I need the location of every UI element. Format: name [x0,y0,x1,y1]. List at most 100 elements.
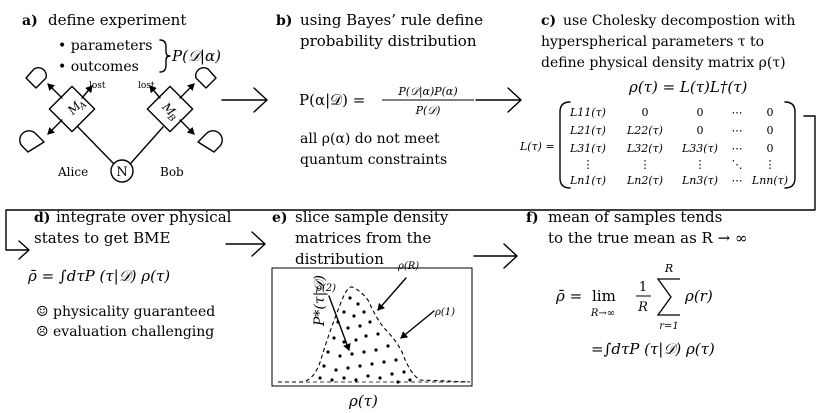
sample-dot [378,376,382,380]
detector-icon [19,130,45,153]
sample-label-1: ρ(1) [434,307,455,318]
sample-dot [338,354,342,358]
arrow-e-to-f [473,243,518,269]
curly-brace [159,39,171,73]
sample-plot-frame [271,267,473,387]
panel-d-line-1: integrate over physical [56,208,232,226]
source-label: N [116,165,127,180]
bullet-outcomes: • outcomes [58,59,139,75]
sample-dot [382,360,386,364]
panel-b-line-2: probability distribution [300,32,477,50]
sample-dot [362,350,366,354]
plot-ylabel: P*(τ|𝒟) [312,275,328,327]
sample-dot [386,344,390,348]
alice-lost-label: lost [89,81,106,91]
panel-d-letter: d) [34,210,50,226]
cholesky-formula: ρ(τ) = L(τ)L†(τ) [628,78,748,96]
panel-b-letter: b) [276,13,292,29]
sum-upper: R [664,262,673,275]
panel-c-line-3: define physical density matrix ρ(τ) [541,55,786,71]
wrap-arrowhead [18,240,30,260]
matrix-bracket-right [784,101,796,189]
sample-dot [358,324,362,328]
panel-f-line-1: mean of samples tends [548,208,722,226]
sum-term: ρ(r) [684,287,713,305]
bob-lost-label: lost [138,81,155,91]
sample-arrow-1 [400,310,435,339]
sample-dot [354,338,358,342]
matrix-cell: 0 [767,142,774,155]
sample-dot [334,368,338,372]
arrow-a-to-b [221,87,268,113]
sample-dot [364,334,368,338]
matrix-cell: ⋮ [765,158,776,171]
sample-dots [318,296,412,384]
matrix-cell: 0 [642,106,649,119]
sample-dot [408,378,412,382]
detector-icon [25,67,48,89]
detector-icon [197,130,223,153]
sample-dot [342,310,346,314]
bob-beam [130,126,164,164]
panel-b-line-1: using Bayes’ rule define [300,11,483,29]
sample-dot [326,350,330,354]
sample-label-2: ρ(2) [315,283,336,294]
sample-dot [350,352,354,356]
matrix-lhs: L(τ) = [519,140,555,153]
matrix-cell: 0 [697,106,704,119]
matrix-cell: L33(τ) [681,142,718,155]
matrix-cell: 0 [767,106,774,119]
sample-dot [346,326,350,330]
panel-d-line-2: states to get BME [34,229,170,247]
sample-dot [322,364,326,368]
alice-measurement-box: M A [48,85,96,133]
matrix-cell: ⋯ [732,124,743,137]
panel-c: c) use Cholesky decompostion with hypers… [519,13,796,189]
sample-dot [342,376,346,380]
cons-line: ☹ evaluation challenging [36,324,214,340]
sample-dot [332,336,336,340]
matrix-cell: ⋯ [732,174,743,187]
sample-label-R: ρ(R) [397,261,419,272]
bayes-denominator: P(𝒟) [415,104,441,117]
sample-arrow-2 [328,295,351,351]
sample-dot [358,364,362,368]
sample-dot [376,332,380,336]
sample-dot [330,378,334,382]
bayes-lhs: P(α|𝒟) = [299,91,365,109]
fraction-denominator: R [637,300,648,315]
sample-dot [356,302,360,306]
sample-dot [396,380,400,384]
panel-b: b) using Bayes’ rule define probability … [276,11,483,168]
matrix-bracket-left [559,101,571,189]
panel-a: a) define experiment • parameters • outc… [19,11,223,183]
wrap-line [5,115,816,251]
sample-dot [390,372,394,376]
sample-dot [374,348,378,352]
panel-e-letter: e) [272,210,288,226]
bme-integral: ρ̄ = ∫dτP (τ|𝒟) ρ(τ) [27,267,170,285]
sum-lower: r=1 [659,321,679,332]
limit-text: lim [592,287,616,305]
fraction-numerator: 1 [639,280,647,295]
sample-dot [318,376,322,380]
panel-e: e) slice sample density matrices from th… [271,208,473,410]
panel-f-line-2: to the true mean as R → ∞ [548,229,747,247]
detector-icon [194,67,217,89]
matrix-cells: L11(τ) 0 0 ⋯ 0 L21(τ) L22(τ) 0 ⋯ 0 L31(τ… [569,106,788,187]
panel-c-letter: c) [541,13,556,29]
mean-integral: =∫dτP (τ|𝒟) ρ(τ) [591,340,715,358]
matrix-cell: 0 [767,124,774,137]
pros-line: ☺ physicality guaranteed [36,304,215,320]
bullet-parameters: • parameters [58,38,152,54]
plot-xlabel: ρ(τ) [348,392,378,410]
limit-subscript: R→∞ [590,308,615,319]
panel-a-letter: a) [22,13,38,29]
matrix-cell: L21(τ) [569,124,606,137]
alice-beam [77,126,114,164]
matrix-cell: ⋮ [583,158,594,171]
sample-dot [354,378,358,382]
connector-c-to-d [5,115,816,260]
likelihood-label: P(𝒟|α) [171,47,221,65]
